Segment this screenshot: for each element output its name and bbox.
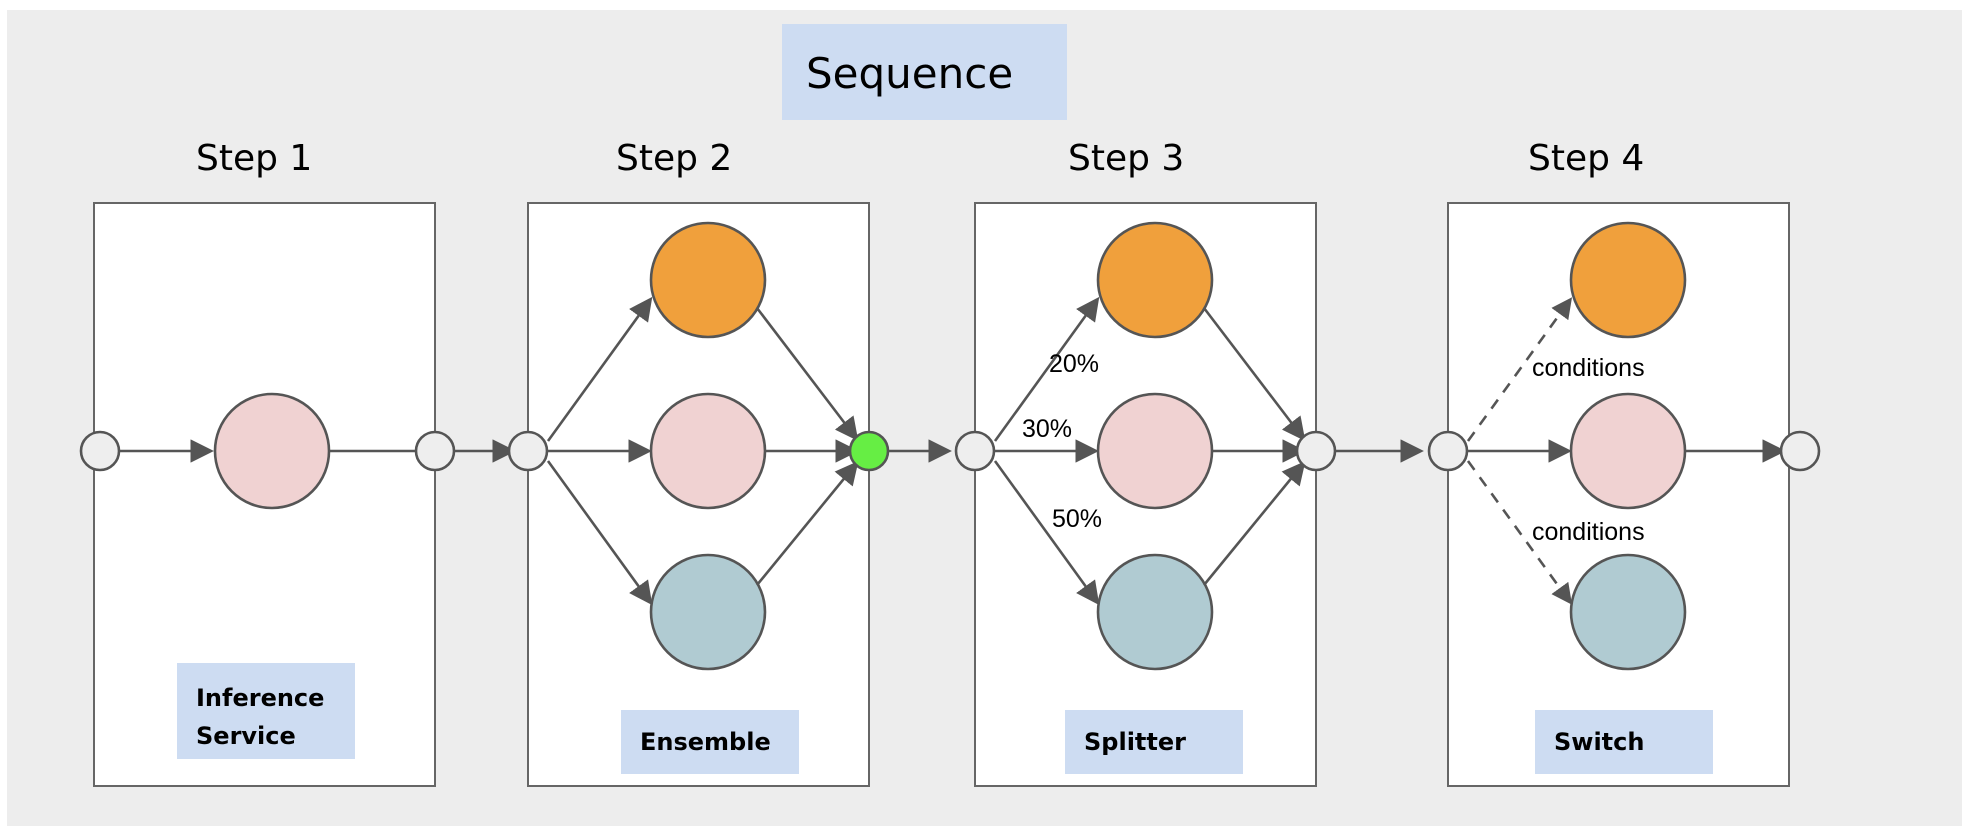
edge-step3-split-top xyxy=(993,296,1100,442)
step-3-tag-band xyxy=(1065,710,1243,774)
step-3-heading: Step 3 xyxy=(1068,138,1184,179)
model-node-orange-step2[interactable] xyxy=(649,221,767,339)
step-1-tag: Inference Service xyxy=(177,663,355,759)
edge-step4-condition-top xyxy=(1466,297,1573,442)
step-4-tag-label: Switch xyxy=(1554,728,1644,756)
step-4-tag-band xyxy=(1535,710,1713,774)
connector-node-step2-entry[interactable] xyxy=(507,430,549,472)
edge-step2-split-bottom xyxy=(546,460,653,606)
edge-step2-merge-top xyxy=(755,307,859,442)
edge-label-split-top: 20% xyxy=(1049,350,1099,378)
model-node-teal-step4[interactable] xyxy=(1569,553,1687,671)
model-node-teal-step3[interactable] xyxy=(1096,553,1214,671)
step-1-tag-line2: Service xyxy=(196,722,296,750)
edge-label-split-middle: 30% xyxy=(1022,415,1072,443)
model-node-pink-step4[interactable] xyxy=(1569,392,1687,510)
title-band xyxy=(782,24,1067,120)
step-2-tag: Ensemble xyxy=(621,710,799,774)
step-2-flow xyxy=(507,221,952,671)
step-4-flow: conditions conditions xyxy=(1427,221,1821,671)
step-1-heading: Step 1 xyxy=(196,138,312,179)
connector-node-start[interactable] xyxy=(79,430,121,472)
model-node-teal-step2[interactable] xyxy=(649,553,767,671)
step-4-tag: Switch xyxy=(1535,710,1713,774)
edge-step2-merge-bottom xyxy=(755,460,859,586)
edge-step3-merge-top xyxy=(1202,307,1306,442)
edge-step4-condition-bottom xyxy=(1466,460,1573,605)
edge-step2-split-top xyxy=(546,296,653,442)
step-1-tag-band xyxy=(177,663,355,759)
connector-node-step2-merge[interactable] xyxy=(848,430,890,472)
model-node-pink-step2[interactable] xyxy=(649,392,767,510)
edge-step3-merge-bottom xyxy=(1202,460,1306,586)
step-2-tag-band xyxy=(621,710,799,774)
step-4-heading: Step 4 xyxy=(1528,138,1644,179)
diagram-title: Sequence xyxy=(782,24,1067,120)
model-node-pink-step3[interactable] xyxy=(1096,392,1214,510)
connector-node-end[interactable] xyxy=(1779,430,1821,472)
connector-node-step3-merge[interactable] xyxy=(1295,430,1337,472)
connector-node-step4-entry[interactable] xyxy=(1427,430,1469,472)
edge-label-split-bottom: 50% xyxy=(1052,505,1102,533)
connector-node-step1-exit[interactable] xyxy=(414,430,456,472)
edge-step3-split-bottom xyxy=(993,460,1100,606)
model-node-orange-step3[interactable] xyxy=(1096,221,1214,339)
step-1-flow xyxy=(79,392,516,510)
step-1-tag-line1: Inference xyxy=(196,684,324,712)
step-3-flow: 20% 30% 50% xyxy=(954,221,1424,671)
step-3-tag-label: Splitter xyxy=(1084,728,1186,756)
model-node-pink-step1[interactable] xyxy=(213,392,331,510)
connector-node-step3-entry[interactable] xyxy=(954,430,996,472)
title-label: Sequence xyxy=(806,49,1013,98)
step-2-tag-label: Ensemble xyxy=(640,728,771,756)
step-2-heading: Step 2 xyxy=(616,138,732,179)
edge-label-conditions-bottom: conditions xyxy=(1532,518,1645,546)
model-node-orange-step4[interactable] xyxy=(1569,221,1687,339)
step-3-tag: Splitter xyxy=(1065,710,1243,774)
edge-label-conditions-top: conditions xyxy=(1532,354,1645,382)
